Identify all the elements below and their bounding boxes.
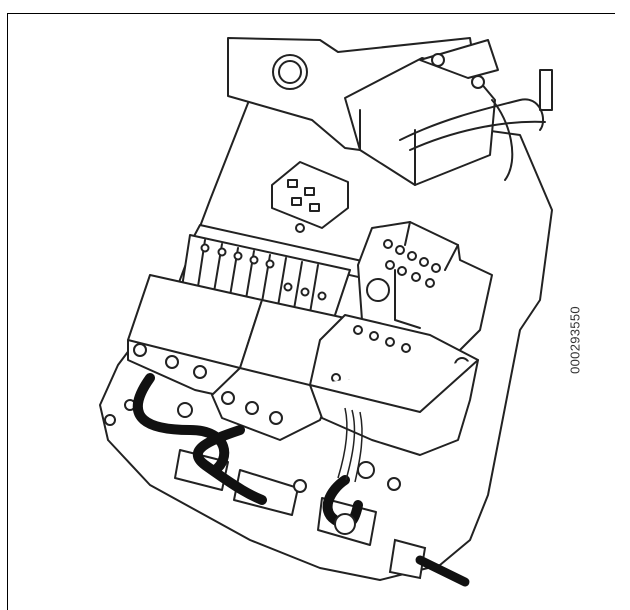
power-cable-2 [193, 425, 267, 505]
cable-gland-left [174, 449, 229, 491]
contactor-module [357, 221, 493, 356]
exit-gland [388, 538, 427, 580]
figure-frame [7, 13, 615, 610]
exit-cable [415, 555, 470, 587]
document-number: 000293550 [567, 306, 583, 374]
power-cable-1 [132, 373, 230, 475]
